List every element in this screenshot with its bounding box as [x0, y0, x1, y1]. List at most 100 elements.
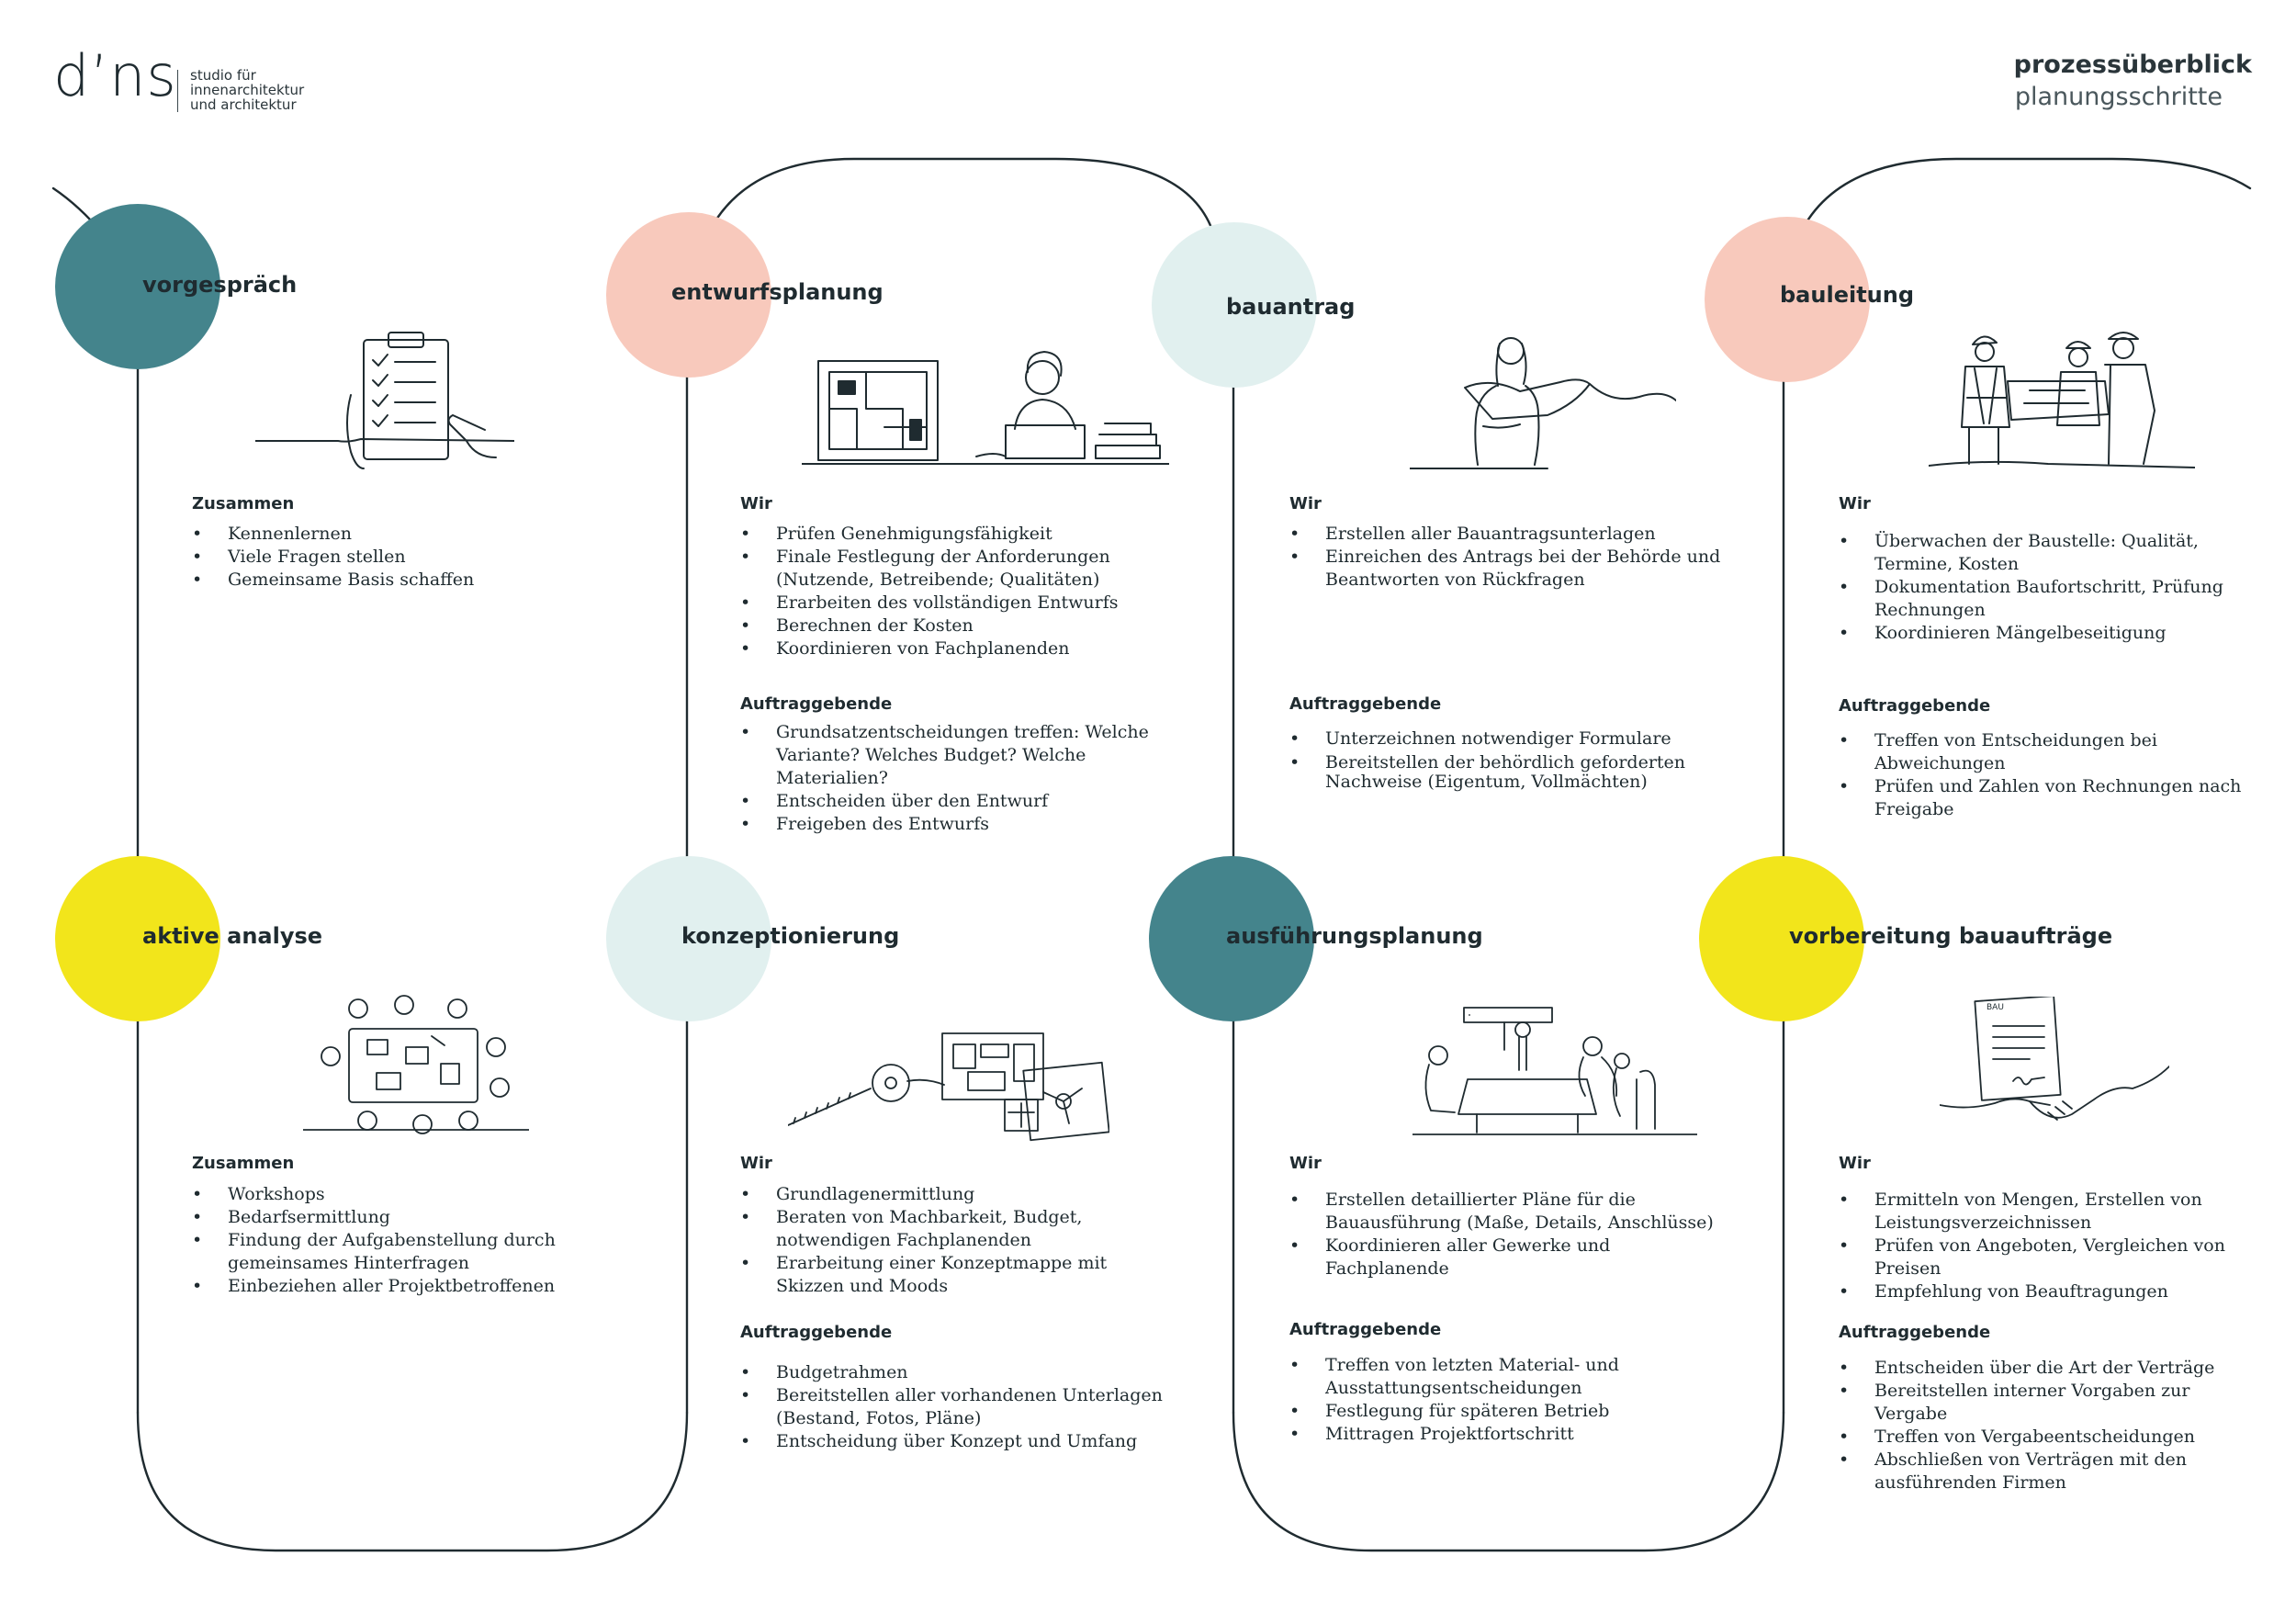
list-item: Unterzeichnen notwendiger Formulare [1289, 727, 1721, 750]
bullet-list: Überwachen der Baustelle: Qualität, Term… [1839, 530, 2243, 645]
list-item: Festlegung für späteren Betrieb [1289, 1400, 1721, 1423]
step-marker-aktive-analyse [55, 856, 220, 1021]
step-title: vorgespräch [142, 272, 298, 298]
list-item: Koordinieren Mängelbeseitigung [1839, 622, 2243, 645]
list-item: Prüfen und Zahlen von Rechnungen nach Fr… [1839, 775, 2243, 821]
list-item: Gemeinsame Basis schaffen [192, 569, 578, 592]
bullet-list: Entscheiden über die Art der Verträge Be… [1839, 1357, 2243, 1494]
step-marker-vorbereitung-bauauftraege [1699, 856, 1864, 1021]
section-heading: Auftraggebende [740, 694, 893, 714]
woman-holding-plan-icon [1410, 337, 1676, 469]
section-heading: Zusammen [192, 1154, 295, 1173]
contract-label: BAU [1986, 1003, 2004, 1012]
floorplan-laptop-icon [802, 351, 1169, 465]
studio-tagline: studio für innenarchitektur und architek… [190, 68, 304, 112]
page-subtitle: planungsschritte [2014, 83, 2223, 111]
step-title: ausführungsplanung [1226, 923, 1483, 949]
step-title: entwurfsplanung [671, 279, 884, 305]
list-item: Findung der Aufgabenstellung durch gemei… [192, 1229, 578, 1275]
list-item: Viele Fragen stellen [192, 546, 578, 569]
step-marker-bauantrag [1152, 222, 1317, 388]
tagline-line: und architektur [190, 96, 297, 113]
tagline-line: studio für [190, 67, 256, 84]
step-marker-konzeptionierung [606, 856, 771, 1021]
list-item: Koordinieren von Fachplanenden [740, 637, 1172, 660]
tape-measure-moodboard-icon [788, 1032, 1109, 1142]
list-item: Berechnen der Kosten [740, 615, 1172, 637]
list-item: Bedarfsermittlung [192, 1206, 578, 1229]
studio-logo: d’ns [53, 42, 177, 109]
bullet-list: Treffen von letzten Material- und Aussta… [1289, 1354, 1721, 1446]
list-item: Entscheidung über Konzept und Umfang [740, 1430, 1172, 1453]
list-item: Erstellen aller Bauantragsunterlagen [1289, 523, 1721, 546]
tagline-line: innenarchitektur [190, 82, 305, 98]
list-item: Workshops [192, 1183, 578, 1206]
bullet-list: Erstellen aller Bauantragsunterlagen Ein… [1289, 523, 1721, 592]
step-marker-entwurfsplanung [606, 212, 771, 378]
section-heading: Wir [1289, 1154, 1322, 1173]
list-item: Erstellen detaillierter Pläne für die Ba… [1289, 1189, 1721, 1235]
path-u-bottom-3 [1232, 1411, 1785, 1552]
list-item: Abschließen von Verträgen mit den ausfüh… [1839, 1449, 2243, 1494]
step-title: aktive analyse [142, 923, 323, 949]
bullet-list: Grundsatzentscheidungen treffen: Welche … [740, 721, 1172, 836]
list-item: Treffen von Entscheidungen bei Abweichun… [1839, 729, 2243, 775]
list-item: Empfehlung von Beauftragungen [1839, 1280, 2243, 1303]
step-title: vorbereitung bauaufträge [1789, 923, 2113, 949]
section-heading: Auftraggebende [740, 1323, 893, 1342]
list-item: Erarbeiten des vollständigen Entwurfs [740, 592, 1172, 615]
contract-handshake-icon [1940, 997, 2169, 1121]
list-item: Einbeziehen aller Projektbetroffenen [192, 1275, 578, 1298]
step-marker-ausfuehrungsplanung [1149, 856, 1314, 1021]
list-item: Erarbeitung einer Konzeptmappe mit Skizz… [740, 1252, 1172, 1298]
list-item: Bereitstellen aller vorhandenen Unterlag… [740, 1384, 1172, 1430]
list-item: Überwachen der Baustelle: Qualität, Term… [1839, 530, 2243, 576]
meeting-presentation-icon [1412, 1007, 1697, 1135]
list-item: Dokumentation Baufortschritt, Prüfung Re… [1839, 576, 2243, 622]
section-heading: Auftraggebende [1839, 696, 1991, 716]
list-item: Prüfen Genehmigungsfähigkeit [740, 523, 1172, 546]
construction-workers-icon [1929, 332, 2195, 468]
list-item: Grundlagenermittlung [740, 1183, 1172, 1206]
list-item: Treffen von letzten Material- und Aussta… [1289, 1354, 1721, 1400]
list-item: Freigeben des Entwurfs [740, 813, 1172, 836]
step-title: bauantrag [1226, 294, 1356, 320]
section-heading: Wir [1839, 1154, 1871, 1173]
list-item: Beraten von Machbarkeit, Budget, notwend… [740, 1206, 1172, 1252]
list-item: Bereitstellen der behördlich geforderten… [1289, 753, 1721, 792]
list-item: Finale Festlegung der Anforderungen (Nut… [740, 546, 1172, 592]
list-item: Ermitteln von Mengen, Erstellen von Leis… [1839, 1189, 2243, 1235]
step-marker-bauleitung [1705, 217, 1870, 382]
bullet-list: Kennenlernen Viele Fragen stellen Gemein… [192, 523, 578, 592]
bullet-list: Grundlagenermittlung Beraten von Machbar… [740, 1183, 1172, 1298]
workshop-table-icon [303, 995, 529, 1134]
path-u-bottom-1 [136, 1411, 689, 1552]
list-item: Prüfen von Angeboten, Vergleichen von Pr… [1839, 1235, 2243, 1280]
list-item: Bereitstellen interner Vorgaben zur Verg… [1839, 1380, 2243, 1426]
section-heading: Wir [740, 494, 772, 513]
bullet-list: Treffen von Entscheidungen bei Abweichun… [1839, 729, 2243, 821]
list-item: Kennenlernen [192, 523, 578, 546]
clipboard-checklist-icon [255, 332, 514, 469]
section-heading: Wir [1839, 494, 1871, 513]
section-heading: Auftraggebende [1289, 1320, 1442, 1339]
section-heading: Auftraggebende [1289, 694, 1442, 714]
list-item: Budgetrahmen [740, 1361, 1172, 1384]
step-title: bauleitung [1780, 282, 1915, 308]
section-heading: Wir [740, 1154, 772, 1173]
bullet-list: Prüfen Genehmigungsfähigkeit Finale Fest… [740, 523, 1172, 660]
bullet-list: Erstellen detaillierter Pläne für die Ba… [1289, 1189, 1721, 1280]
section-heading: Wir [1289, 494, 1322, 513]
step-marker-vorgespraech [55, 204, 220, 369]
bullet-list: Unterzeichnen notwendiger Formulare Bere… [1289, 727, 1721, 792]
bullet-list: Workshops Bedarfsermittlung Findung der … [192, 1183, 578, 1298]
list-item: Entscheiden über den Entwurf [740, 790, 1172, 813]
logo-divider [177, 70, 178, 112]
section-heading: Zusammen [192, 494, 295, 513]
step-title: konzeptionierung [681, 923, 900, 949]
list-item: Entscheiden über die Art der Verträge [1839, 1357, 2243, 1380]
bullet-list: Budgetrahmen Bereitstellen aller vorhand… [740, 1361, 1172, 1453]
page-title: prozessüberblick [2013, 51, 2252, 79]
list-item: Einreichen des Antrags bei der Behörde u… [1289, 546, 1721, 592]
section-heading: Auftraggebende [1839, 1323, 1991, 1342]
